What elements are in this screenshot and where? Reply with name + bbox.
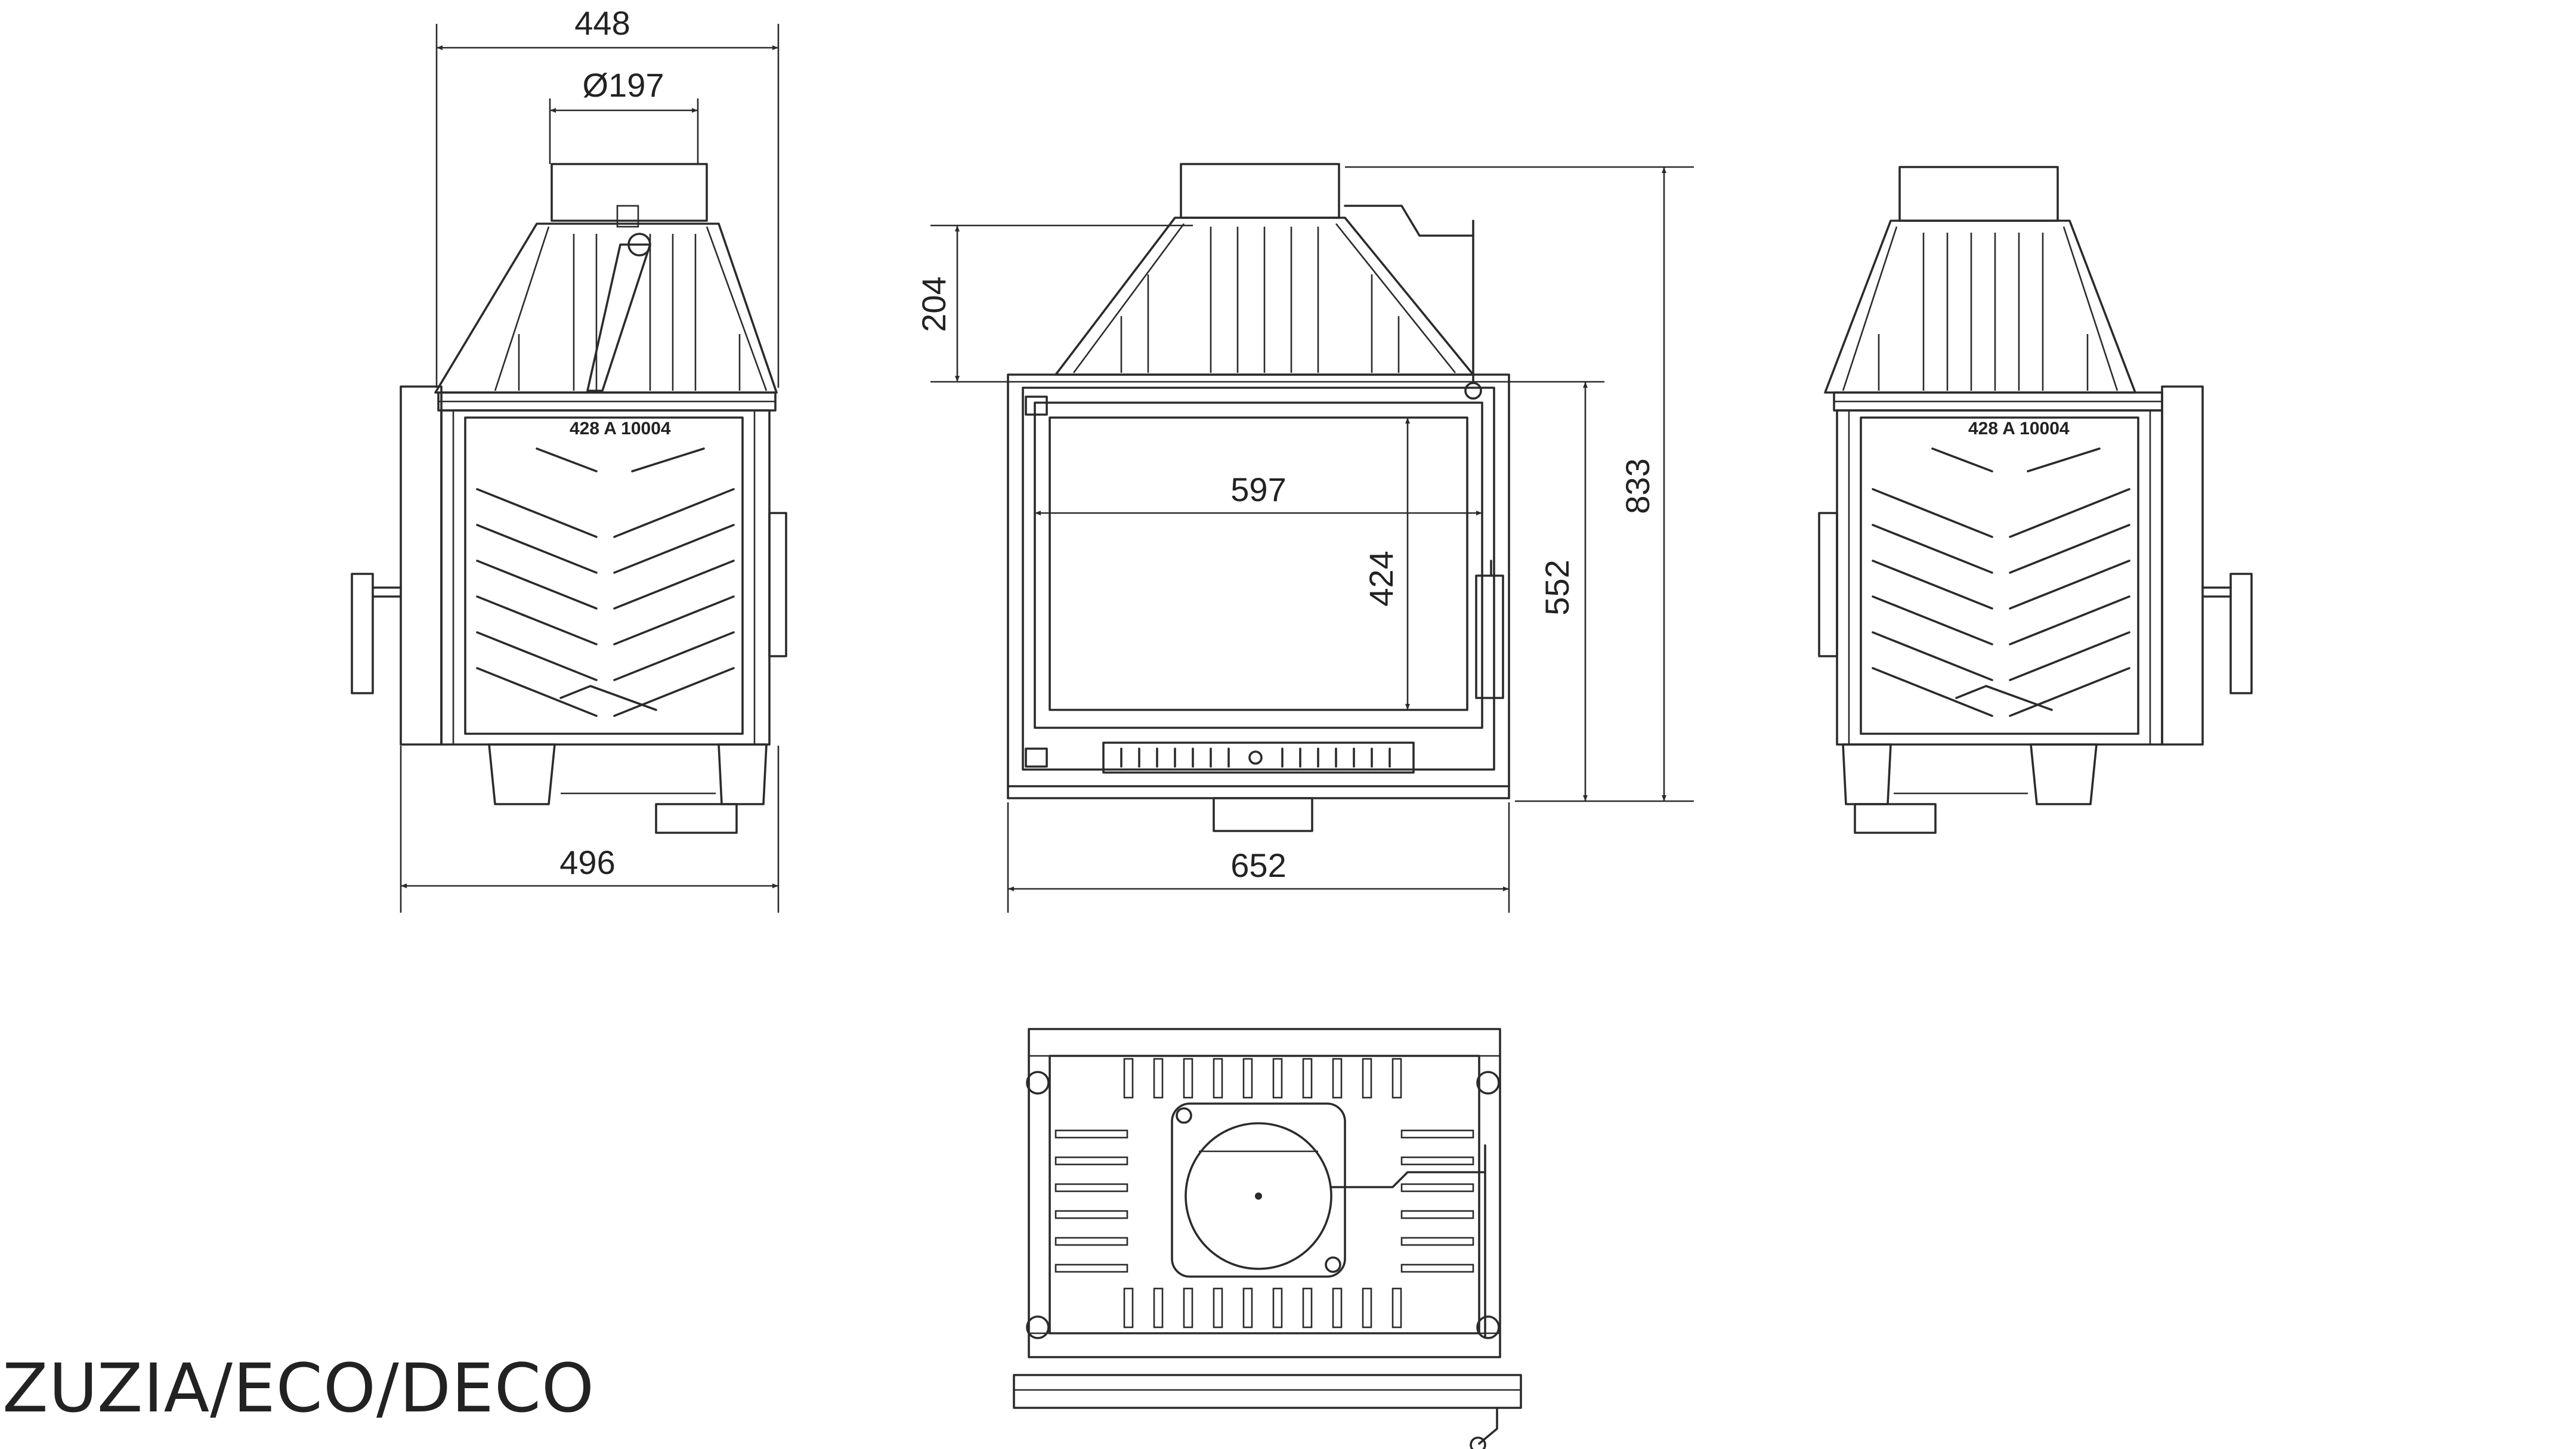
model-name: ZUZIA/ECO/DECO — [2, 1350, 595, 1428]
flue-collar — [1898, 166, 2059, 222]
front-frame — [1007, 373, 1510, 787]
hood-ribs — [518, 234, 741, 391]
corner-bolts — [1026, 1071, 1500, 1339]
side-frame — [2161, 385, 2204, 746]
top-plate — [1049, 1055, 1480, 1334]
door-handle — [1475, 574, 1504, 699]
top-view — [1013, 1028, 1522, 1449]
air-inlet — [1213, 797, 1313, 832]
dim-glass-height: 424 — [1362, 551, 1400, 606]
flue-outlet — [1185, 1122, 1332, 1270]
hood-ribs — [1120, 227, 1400, 373]
dim-door-height: 552 — [1538, 560, 1576, 615]
leg-right — [2030, 743, 2098, 805]
air-inlet — [1854, 803, 1937, 834]
dim-flue-diameter: Ø197 — [583, 66, 664, 104]
flue-collar — [1180, 163, 1340, 219]
rod-handle — [1478, 1407, 1498, 1445]
dim-total-height: 833 — [1619, 458, 1656, 514]
plate-marking: 428 A 10004 — [570, 419, 671, 438]
body-side — [1836, 409, 2163, 746]
chevron-pattern — [1872, 447, 2130, 717]
side-plate — [1860, 416, 2139, 735]
side-ribs — [1054, 1129, 1474, 1273]
flue-base — [1171, 1102, 1346, 1278]
dim-glass-width: 597 — [1230, 471, 1286, 508]
door — [1022, 387, 1495, 771]
dim-total-width: 652 — [1230, 846, 1286, 884]
lever-pivot — [627, 233, 651, 257]
leg-left — [488, 743, 556, 805]
leg-left — [1842, 743, 1892, 805]
air-inlet — [655, 803, 738, 834]
flue-collar — [551, 163, 708, 222]
door-handle — [2229, 573, 2253, 694]
damper-lever — [586, 243, 651, 392]
door-handle — [351, 573, 374, 694]
hood — [434, 223, 778, 394]
side-view-right: 428 A 10004 — [1818, 166, 2253, 834]
front-view: 204 597 424 552 833 652 — [915, 163, 1694, 913]
chevron-pattern — [476, 447, 735, 717]
damper-rod — [1330, 1171, 1486, 1188]
leg-right — [718, 743, 768, 805]
body-side — [440, 409, 771, 746]
hood — [1824, 220, 2136, 394]
dim-width-bottom: 496 — [559, 844, 615, 881]
plate-marking: 428 A 10004 — [1968, 419, 2070, 438]
dim-width-top: 448 — [574, 4, 630, 42]
side-view-left: 428 A 10004 448 Ø197 496 — [351, 4, 787, 913]
grille-slots — [1120, 747, 1391, 768]
side-plate — [464, 416, 744, 735]
damper-rod — [1344, 205, 1474, 237]
glass-frame — [1034, 401, 1483, 729]
front-lip — [1013, 1374, 1522, 1409]
top-ribs — [1123, 1058, 1402, 1328]
air-grille — [1102, 742, 1415, 774]
glass — [1049, 416, 1468, 711]
side-frame — [400, 385, 443, 746]
dim-top-section-height: 204 — [915, 276, 953, 332]
top-body — [1028, 1028, 1501, 1358]
hood-ribs — [1878, 233, 2089, 391]
